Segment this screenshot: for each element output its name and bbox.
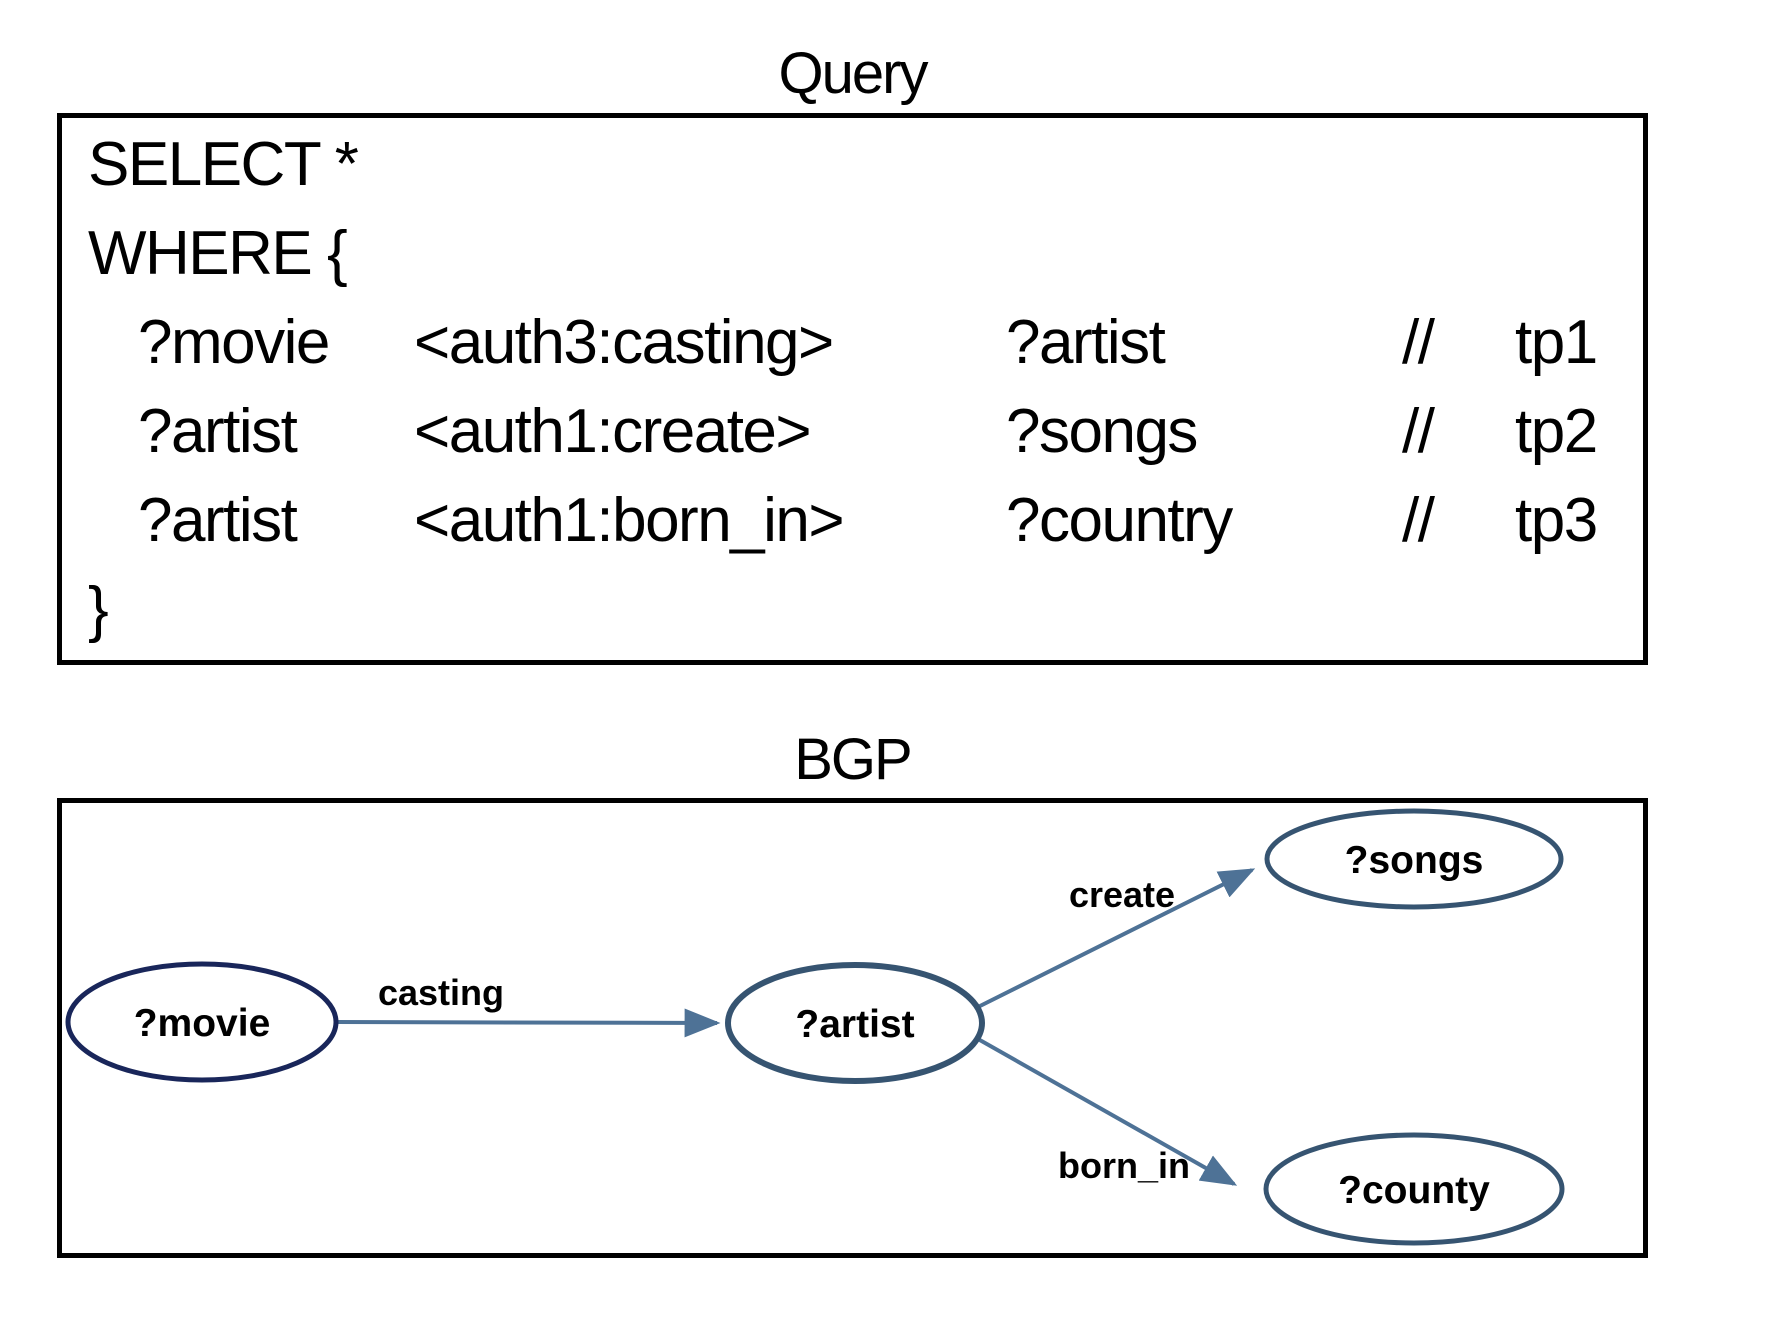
where-line: WHERE { bbox=[88, 219, 348, 288]
comment-slashes: // bbox=[1402, 397, 1435, 466]
triple-object: ?country bbox=[1006, 486, 1233, 555]
node-movie bbox=[65, 961, 339, 1083]
triple-subject: ?artist bbox=[138, 397, 298, 466]
node-label-movie: ?movie bbox=[134, 1002, 271, 1045]
edge-born-in bbox=[977, 1037, 1238, 1186]
comment-slashes: // bbox=[1402, 486, 1435, 555]
node-label-artist: ?artist bbox=[795, 1003, 914, 1046]
triple-pattern-row: ?artist <auth1:create> ?songs // tp2 bbox=[88, 387, 1643, 476]
query-panel-title: Query bbox=[778, 41, 929, 106]
triple-pattern-row: ?artist <auth1:born_in> ?country // tp3 bbox=[88, 476, 1643, 565]
triple-predicate: <auth1:create> bbox=[414, 397, 812, 466]
edge-label-create: create bbox=[1069, 874, 1175, 915]
triple-object: ?artist bbox=[1006, 308, 1166, 377]
comment-slashes: // bbox=[1402, 308, 1435, 377]
triple-subject: ?artist bbox=[138, 486, 298, 555]
query-box: SELECT * WHERE { ?movie <auth3:casting> … bbox=[57, 113, 1648, 665]
triple-pattern-row: ?movie <auth3:casting> ?artist // tp1 bbox=[88, 298, 1643, 387]
bgp-box: casting create born_in ?movie ?artist ?s… bbox=[57, 798, 1648, 1258]
edge-create bbox=[977, 868, 1256, 1009]
bgp-graph-diagram: casting create born_in ?movie ?artist ?s… bbox=[65, 808, 1565, 1246]
node-songs bbox=[1264, 808, 1564, 910]
node-label-songs: ?songs bbox=[1345, 839, 1484, 882]
bgp-panel-title: BGP bbox=[794, 727, 913, 792]
edge-label-casting: casting bbox=[378, 972, 504, 1013]
node-label-county: ?county bbox=[1338, 1169, 1490, 1212]
sparql-code: SELECT * WHERE { ?movie <auth3:casting> … bbox=[62, 118, 1643, 654]
closing-brace-line: } bbox=[88, 575, 109, 644]
triple-object: ?songs bbox=[1006, 397, 1198, 466]
edge-label-born-in: born_in bbox=[1058, 1145, 1190, 1186]
comment-label: tp2 bbox=[1515, 397, 1598, 466]
triple-predicate: <auth3:casting> bbox=[414, 308, 834, 377]
triple-predicate: <auth1:born_in> bbox=[414, 486, 845, 555]
triple-subject: ?movie bbox=[138, 308, 330, 377]
comment-label: tp3 bbox=[1515, 486, 1598, 555]
comment-label: tp1 bbox=[1515, 308, 1598, 377]
edge-casting bbox=[336, 1008, 721, 1038]
node-artist bbox=[725, 962, 985, 1084]
select-line: SELECT * bbox=[88, 130, 359, 199]
node-county bbox=[1263, 1132, 1565, 1246]
